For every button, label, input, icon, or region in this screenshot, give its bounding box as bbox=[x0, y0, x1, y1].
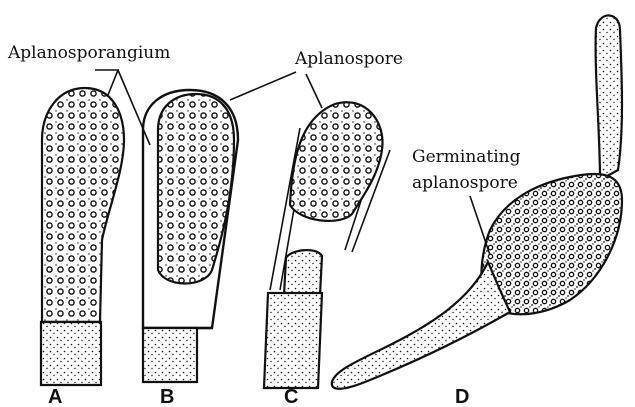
figure-c-upper-cell bbox=[284, 250, 322, 295]
panel-label-c: C bbox=[284, 386, 298, 407]
panel-label-a: A bbox=[48, 386, 62, 407]
figure-d bbox=[332, 15, 622, 388]
label-germinating-line1: Germinating bbox=[412, 147, 521, 167]
figure-c-filament bbox=[264, 293, 322, 388]
figure-a-sporangium bbox=[42, 88, 124, 322]
label-germinating-line2: aplanospore bbox=[412, 173, 518, 193]
figure-d-germ-tube-top bbox=[596, 15, 622, 180]
figure-b bbox=[143, 90, 238, 382]
figure-b-filament bbox=[143, 328, 197, 382]
panel-label-d: D bbox=[455, 386, 469, 407]
figure-a-filament bbox=[41, 322, 101, 385]
figure-d-germ-tube-bottom bbox=[332, 262, 510, 389]
leader-germinating bbox=[470, 196, 490, 255]
label-aplanosporangium: Aplanosporangium bbox=[7, 43, 170, 63]
figure-c bbox=[264, 102, 390, 388]
label-aplanospore: Aplanospore bbox=[294, 49, 403, 69]
panel-label-b: B bbox=[160, 386, 174, 407]
leader-aplanospore-c bbox=[306, 74, 322, 108]
figure-a bbox=[41, 88, 124, 385]
leader-aplanospore-b bbox=[230, 72, 296, 100]
figure-c-aplanospore bbox=[290, 102, 383, 221]
